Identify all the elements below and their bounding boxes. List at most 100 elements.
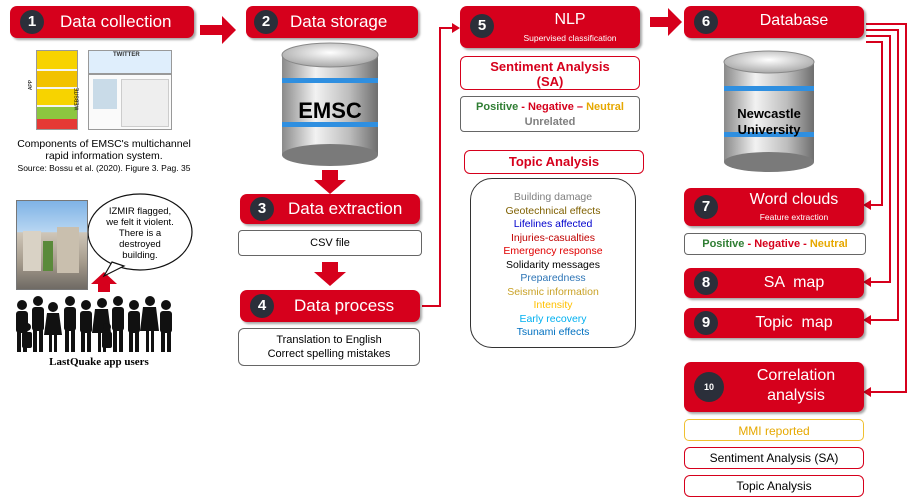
step-2-box: 2 Data storage	[246, 6, 418, 38]
topic-item: Solidarity messages	[506, 258, 600, 271]
connector-4-to-5	[422, 27, 452, 307]
topic-item: Lifelines affected	[513, 218, 593, 230]
sa-title-box: Sentiment Analysis (SA)	[460, 56, 640, 90]
emsc-components-thumbnail: APP TWITTER WEBSITE	[28, 46, 176, 132]
emsc-cylinder-icon	[281, 42, 379, 166]
step-10-title-line1: Correlation	[756, 367, 836, 384]
website-thumbnail	[88, 74, 172, 130]
step-7-number: 7	[694, 195, 718, 219]
connector-6-outputs	[866, 23, 907, 393]
arrow-1-to-2	[200, 16, 236, 44]
speech-line5: building.	[122, 250, 158, 261]
step-3-title: Data extraction	[288, 199, 403, 218]
speech-bubble-shape	[87, 193, 193, 278]
step-4-title: Data process	[294, 296, 395, 315]
step-10-box: 10 Correlation analysis	[684, 362, 864, 412]
sa-positive-label: Positive	[476, 101, 519, 113]
sa-title-line1: Sentiment Analysis	[490, 59, 610, 74]
newcastle-label: Newcastle University	[724, 106, 814, 138]
speech-line4: destroyed	[119, 239, 161, 250]
sa-negative-label: - Negative –	[521, 101, 584, 113]
newcastle-line1: Newcastle	[737, 106, 801, 121]
collection-source: Source: Bossu et al. (2020). Figure 3. P…	[17, 163, 191, 173]
speech-line1: IZMIR flagged,	[108, 206, 172, 217]
step-6-box: 6 Database	[684, 6, 864, 38]
topic-item: Tsunami effects	[516, 326, 590, 338]
step-2-title: Data storage	[290, 12, 388, 31]
connector-6-output-heads	[863, 200, 871, 397]
data-process-output-box: Translation to English Correct spelling …	[238, 328, 420, 366]
step-10-number: 10	[694, 372, 724, 402]
emsc-label: EMSC	[298, 98, 362, 123]
step-2-number: 2	[254, 10, 278, 34]
word-clouds-classes-box: Positive - Negative - Neutral	[684, 233, 866, 255]
arrow-3-to-4	[314, 262, 346, 286]
step-5-subtitle: Supervised classification	[523, 33, 617, 43]
step-3-box: 3 Data extraction	[240, 194, 420, 224]
topic-item: Injuries-casualties	[510, 231, 596, 244]
step-9-number: 9	[694, 311, 718, 335]
connector-4-to-5-head	[452, 23, 460, 33]
sa-neutral-label: Neutral	[586, 101, 624, 113]
arrow-5-to-6	[650, 8, 682, 36]
topic-correlation-box: Topic Analysis	[684, 475, 864, 497]
app-label: APP	[28, 79, 35, 91]
step-9-box: 9 Topic map	[684, 308, 864, 338]
step-5-title: NLP	[554, 11, 586, 28]
step-1-number: 1	[20, 10, 44, 34]
step-6-number: 6	[694, 10, 718, 34]
collection-caption: Components of EMSC's multichannel rapid …	[0, 138, 208, 174]
topic-item: Early recovery	[519, 312, 587, 325]
step-7-box: 7 Word clouds Feature extraction	[684, 188, 864, 226]
collection-caption-line2: rapid information system.	[45, 150, 163, 162]
street-photo	[16, 200, 88, 290]
step-1-title: Data collection	[60, 12, 172, 31]
sa-title-line2: (SA)	[536, 74, 564, 89]
people-silhouettes-icon	[16, 296, 172, 352]
topic-item: Emergency response	[503, 245, 603, 257]
process-line1: Translation to English	[276, 334, 382, 346]
sa-unrelated-label: Unrelated	[524, 116, 576, 128]
arrow-users-up	[91, 272, 117, 292]
step-1-box: 1 Data collection	[10, 6, 194, 38]
step-4-number: 4	[250, 294, 274, 318]
wc-positive-label: Positive	[702, 238, 745, 250]
step-7-title: Word clouds	[749, 191, 839, 208]
newcastle-cylinder-icon	[723, 50, 815, 172]
step-8-box: 8 SA map	[684, 268, 864, 298]
step-9-title: Topic map	[755, 314, 833, 331]
speech-bubble-text: IZMIR flagged, we felt it violent. There…	[92, 206, 188, 261]
topic-item: Preparedness	[520, 272, 586, 284]
sa-correlation-box: Sentiment Analysis (SA)	[684, 447, 864, 469]
topic-item: Seismic information	[507, 285, 599, 298]
step-10-title: Correlation analysis	[728, 366, 864, 406]
step-5-number: 5	[470, 14, 494, 38]
topic-title-box: Topic Analysis	[464, 150, 644, 174]
topic-item: Building damage	[513, 191, 593, 203]
csv-file-box: CSV file	[238, 230, 422, 256]
arrow-2-to-3	[314, 170, 346, 194]
step-8-number: 8	[694, 271, 718, 295]
topic-item: Geotechnical effects	[505, 204, 601, 217]
website-label: WEBSITE	[74, 87, 81, 111]
process-line2: Correct spelling mistakes	[267, 348, 391, 360]
collection-caption-line1: Components of EMSC's multichannel	[17, 138, 191, 150]
twitter-label: TWITTER	[113, 52, 140, 58]
step-10-title-line2: analysis	[767, 387, 825, 404]
step-7-subtitle: Feature extraction	[759, 212, 829, 222]
step-3-number: 3	[250, 197, 274, 221]
wc-neutral-label: Neutral	[809, 238, 848, 250]
step-5-box: 5 NLP Supervised classification	[460, 6, 640, 48]
step-6-title: Database	[759, 12, 829, 29]
step-4-box: 4 Data process	[240, 290, 420, 322]
sa-classes-box: Positive - Negative – Neutral Unrelated	[460, 96, 640, 132]
users-label: LastQuake app users	[49, 356, 149, 368]
newcastle-line2: University	[737, 122, 801, 137]
step-8-title: SA map	[763, 274, 825, 291]
wc-negative-label: - Negative -	[747, 238, 807, 250]
twitter-thumbnail: TWITTER	[88, 50, 172, 74]
mmi-reported-box: MMI reported	[684, 419, 864, 441]
